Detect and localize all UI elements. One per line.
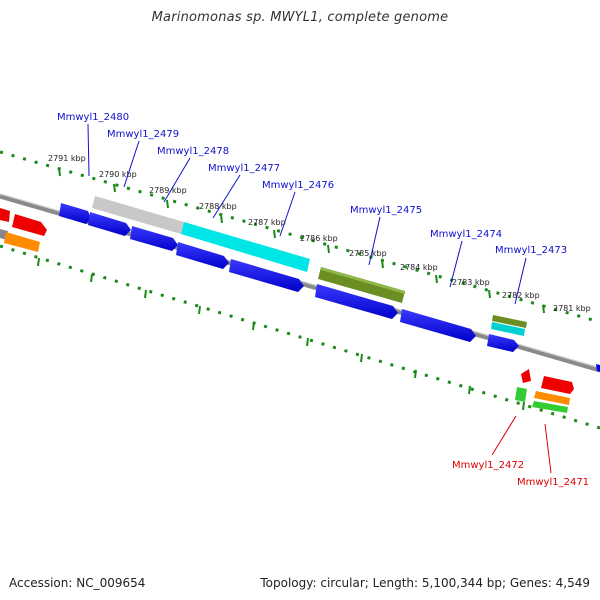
kbp-label-2782: 2782 kbp: [502, 291, 540, 300]
inner-tick-ring: [0, 244, 600, 430]
kbp-label-2785: 2785 kbp: [349, 249, 387, 258]
genome-summary-text: Topology: circular; Length: 5,100,344 bp…: [260, 576, 590, 590]
kbp-label-2791: 2791 kbp: [48, 154, 86, 163]
label-Mmwyl1_2478[interactable]: Mmwyl1_2478: [157, 146, 229, 157]
outer-major-ticks: [58, 167, 545, 314]
upper-feature-track: [59, 196, 527, 336]
label-Mmwyl1_2477[interactable]: Mmwyl1_2477: [208, 163, 280, 174]
label-Mmwyl1_2471[interactable]: Mmwyl1_2471: [517, 477, 589, 488]
kbp-label-2787: 2787 kbp: [248, 218, 286, 227]
kbp-label-2789: 2789 kbp: [149, 186, 187, 195]
gene-red-small[interactable]: [521, 369, 531, 383]
gene-2472-feature[interactable]: [515, 387, 527, 402]
label-Mmwyl1_2474[interactable]: Mmwyl1_2474: [430, 229, 502, 240]
gene-2479-arrow[interactable]: [88, 212, 131, 236]
gene-2475-feature[interactable]: [318, 267, 405, 303]
label-Mmwyl1_2479[interactable]: Mmwyl1_2479: [107, 129, 179, 140]
label-Mmwyl1_2473[interactable]: Mmwyl1_2473: [495, 245, 567, 256]
forward-gene-arrows: [315, 284, 519, 352]
kbp-label-2790: 2790 kbp: [99, 170, 137, 179]
gene-2473-cyan-feature[interactable]: [491, 322, 525, 336]
gene-red-arrow[interactable]: [541, 376, 574, 394]
inner-major-ticks: [37, 257, 525, 411]
gene-2480-arrow[interactable]: [59, 203, 91, 224]
gene-2474-arrow[interactable]: [400, 309, 476, 342]
map-title: Marinomonas sp. MWYL1, complete genome: [151, 10, 449, 25]
gene-2473-olive-feature[interactable]: [492, 315, 527, 328]
kbp-label-2788: 2788 kbp: [199, 202, 237, 211]
gene-2471-green[interactable]: [532, 401, 568, 413]
label-Mmwyl1_2480[interactable]: Mmwyl1_2480: [57, 112, 129, 123]
forward-label-leaders: [87, 123, 527, 305]
label-Mmwyl1_2475[interactable]: Mmwyl1_2475: [350, 205, 422, 216]
reverse-strand-features: [515, 364, 600, 413]
reverse-label-leaders: [491, 415, 552, 474]
gene-2475-arrow[interactable]: [315, 284, 398, 319]
kbp-label-2783: 2783 kbp: [452, 278, 490, 287]
gene-2477-arrow[interactable]: [176, 242, 229, 269]
gene-2479-feature[interactable]: [92, 196, 184, 234]
kbp-label-2784: 2784 kbp: [400, 263, 438, 272]
accession-text: Accession: NC_009654: [9, 576, 146, 590]
gene-2473-arrow[interactable]: [487, 334, 519, 352]
gene-2471-orange[interactable]: [534, 391, 570, 405]
gene-2477-feature[interactable]: [181, 222, 310, 272]
label-Mmwyl1_2476[interactable]: Mmwyl1_2476: [262, 180, 334, 191]
kbp-label-2781: 2781 kbp: [553, 304, 591, 313]
gene-2476-arrow[interactable]: [229, 259, 304, 292]
gene-2478-arrow[interactable]: [130, 226, 178, 251]
kbp-label-2786: 2786 kbp: [300, 234, 338, 243]
left-edge-features: [0, 208, 47, 252]
label-Mmwyl1_2472[interactable]: Mmwyl1_2472: [452, 460, 524, 471]
